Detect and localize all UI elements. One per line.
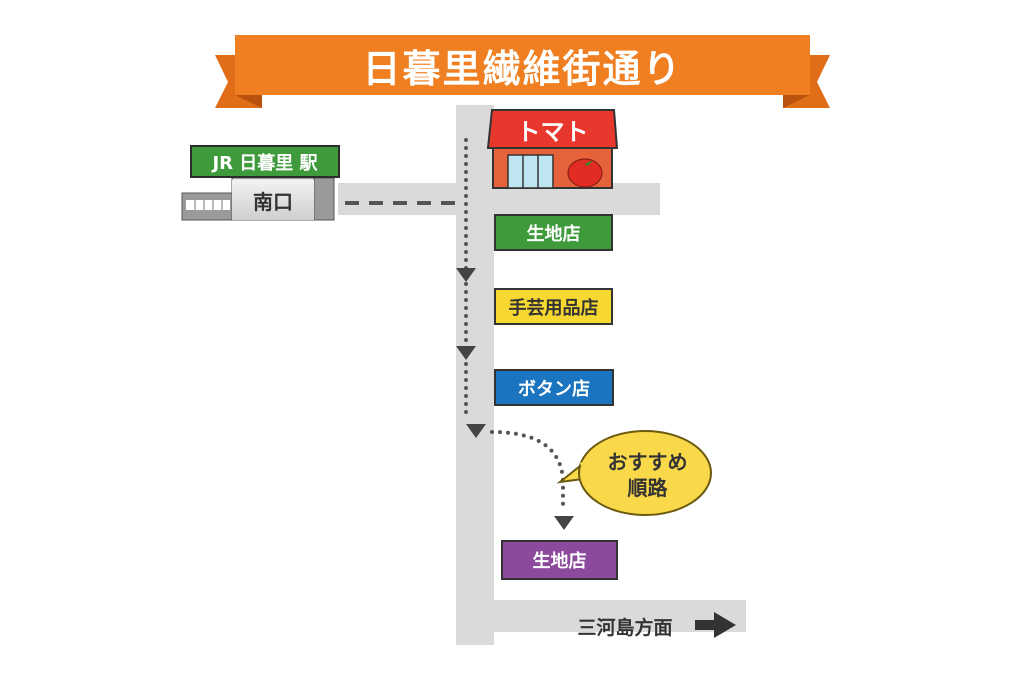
store-buttons: ボタン店 <box>494 369 614 406</box>
store-craft-supplies: 手芸用品店 <box>494 288 613 325</box>
tomato-icon <box>567 158 603 188</box>
route-arrow-icon <box>456 268 476 282</box>
station-exit-label: 南口 <box>232 180 314 220</box>
title-banner <box>215 35 830 108</box>
recommended-route <box>456 138 574 530</box>
speech-bubble <box>556 430 712 516</box>
store-fabric-1: 生地店 <box>494 214 613 251</box>
direction-label: 三河島方面 <box>577 616 673 639</box>
callout-line-1: おすすめ <box>607 450 688 474</box>
station-sign: JR 日暮里 駅 <box>190 145 340 178</box>
roads <box>338 105 746 645</box>
route-arrow-icon <box>456 346 476 360</box>
tomato-shop-icon <box>486 109 619 189</box>
recommended-route-callout: おすすめ 順路 <box>585 440 710 510</box>
page-title: 日暮里繊維街通り <box>362 46 683 91</box>
route-arrow-icon <box>554 516 574 530</box>
store-fabric-2: 生地店 <box>501 540 618 580</box>
callout-line-2: 順路 <box>627 476 668 500</box>
tomato-shop-label: トマト <box>516 117 589 146</box>
route-arrow-icon <box>466 424 486 438</box>
arrow-right-icon <box>695 612 736 638</box>
